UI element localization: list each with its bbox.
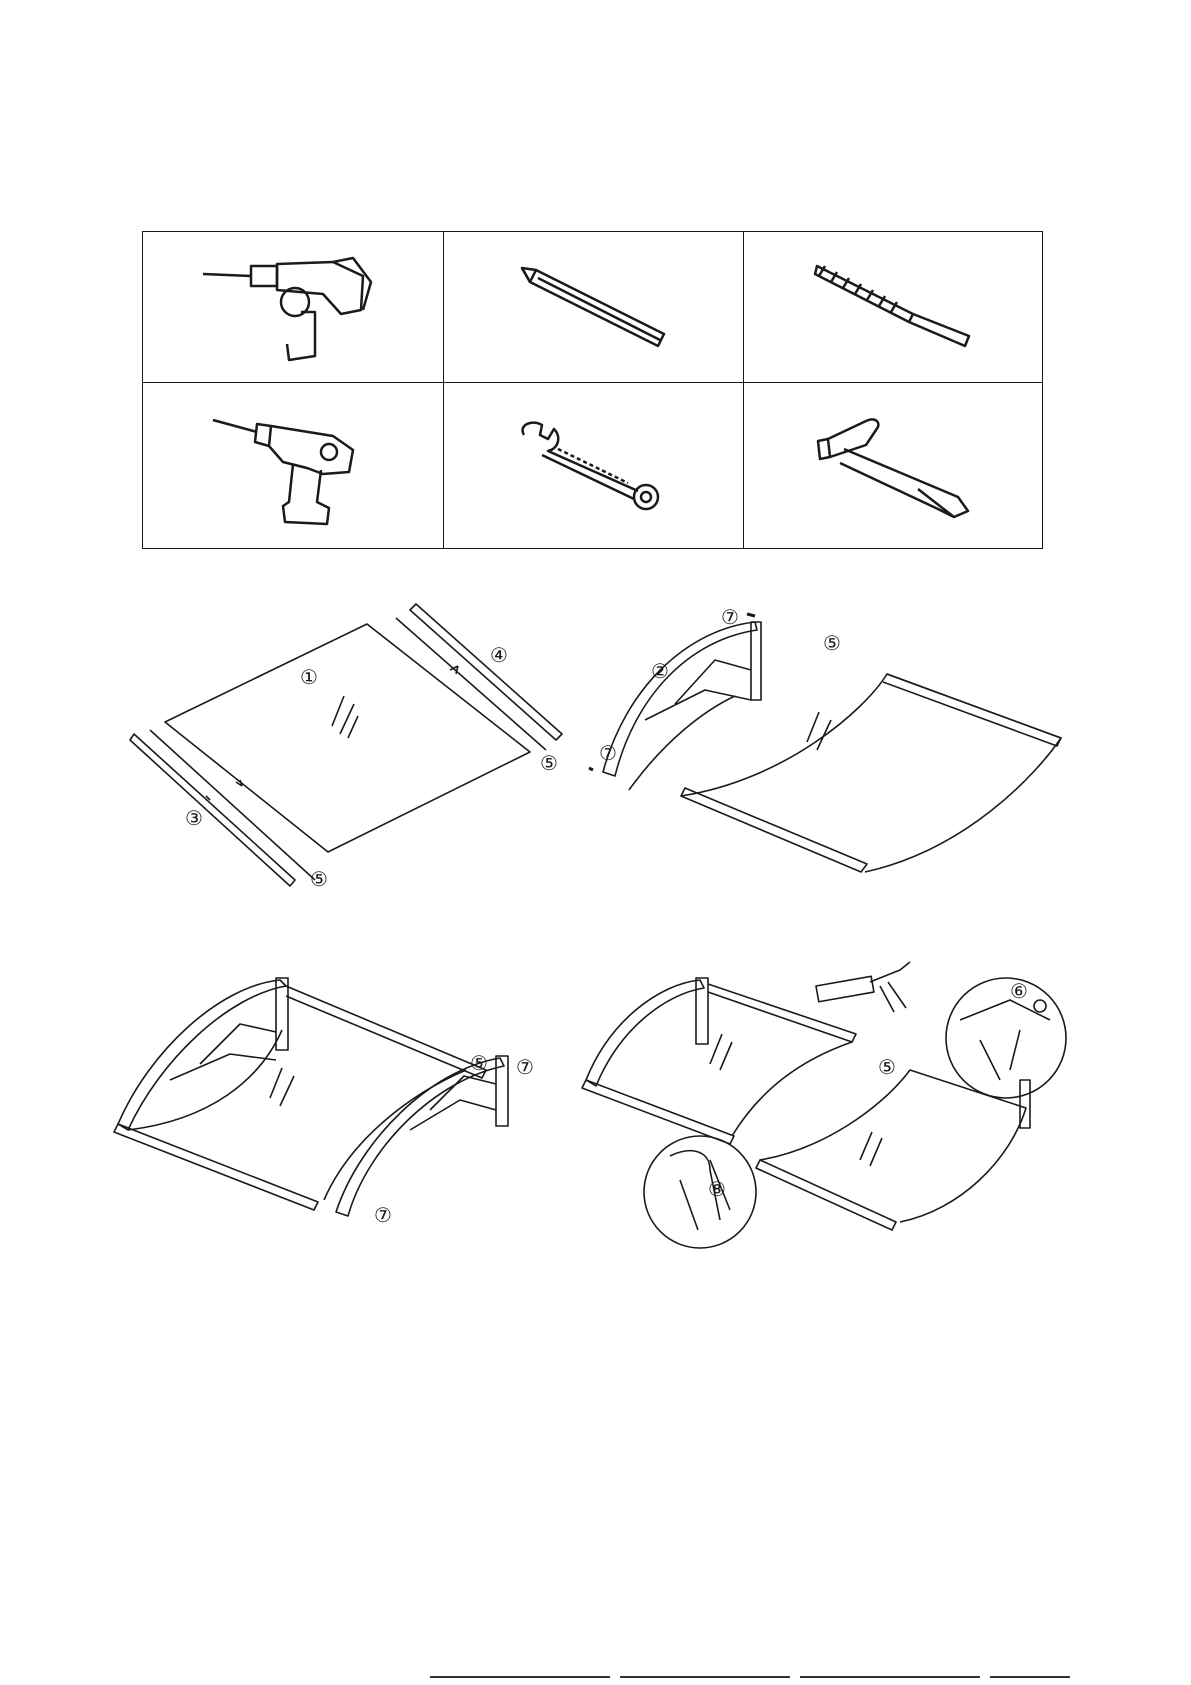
bolt-detail-inset: [946, 978, 1066, 1098]
end-cap: [324, 1070, 466, 1200]
claw-hammer-icon: [808, 411, 978, 521]
footer-rule: [620, 1676, 790, 1678]
bracket: [118, 980, 286, 1130]
step1-illustration: ① ③ ④ ⑤ ⑤: [110, 600, 570, 890]
curved-panel: [681, 674, 1061, 872]
tool-cell-claw-hammer: [743, 382, 1043, 550]
canopy-lower: [756, 1070, 1030, 1230]
caulking-gun-icon: [816, 962, 910, 1012]
callout-rail-b: ④: [490, 643, 508, 667]
footer-rule: [800, 1676, 980, 1678]
callout-end-cap: ⑤: [878, 1055, 896, 1079]
callout-bolt: ⑥: [1010, 979, 1028, 1003]
cordless-drill-icon: [213, 406, 373, 526]
canopy-upper: [582, 978, 856, 1144]
callout-end-cap: ⑤: [470, 1051, 488, 1075]
hammer-drill-icon: [203, 252, 383, 362]
step2-illustration: ② ⑤ ⑦ ⑦: [585, 600, 1075, 890]
pencil-icon: [518, 262, 668, 352]
step4-illustration: ⑤ ⑥ ⑧: [580, 960, 1080, 1250]
callout-screw: ⑦: [721, 605, 739, 629]
footer-rule: [430, 1676, 610, 1678]
rail-left: [130, 730, 315, 886]
combination-wrench-icon: [518, 421, 668, 511]
end-cap: [629, 696, 735, 790]
callout-screw: ⑦: [374, 1203, 392, 1227]
callout-sealant: ⑧: [708, 1177, 726, 1201]
polycarbonate-panel: [165, 624, 530, 852]
tool-cell-hammer-drill: [143, 232, 443, 382]
tool-cell-drill-bit: [743, 232, 1043, 382]
callout-rail-a: ③: [185, 806, 203, 830]
second-bracket: [324, 1056, 508, 1216]
callout-screw: ⑦: [599, 741, 617, 765]
drill-bit-icon: [813, 262, 973, 352]
step3-illustration: ⑤ ⑦ ⑦: [110, 970, 580, 1230]
tool-cell-cordless-drill: [143, 382, 443, 550]
callout-end-cap: ⑤: [823, 631, 841, 655]
tool-cell-combination-wrench: [443, 382, 743, 550]
footer-rule: [990, 1676, 1070, 1678]
tool-cell-pencil: [443, 232, 743, 382]
callout-bracket: ②: [651, 659, 669, 683]
callout-end-cap: ⑤: [310, 867, 328, 890]
bracket: [603, 622, 761, 776]
callout-panel: ①: [300, 665, 318, 689]
callout-screw: ⑦: [516, 1055, 534, 1079]
tools-grid: [142, 231, 1043, 549]
rail-right: [396, 604, 562, 750]
callout-end-cap: ⑤: [540, 751, 558, 775]
sealant-detail-inset: [644, 1136, 756, 1248]
